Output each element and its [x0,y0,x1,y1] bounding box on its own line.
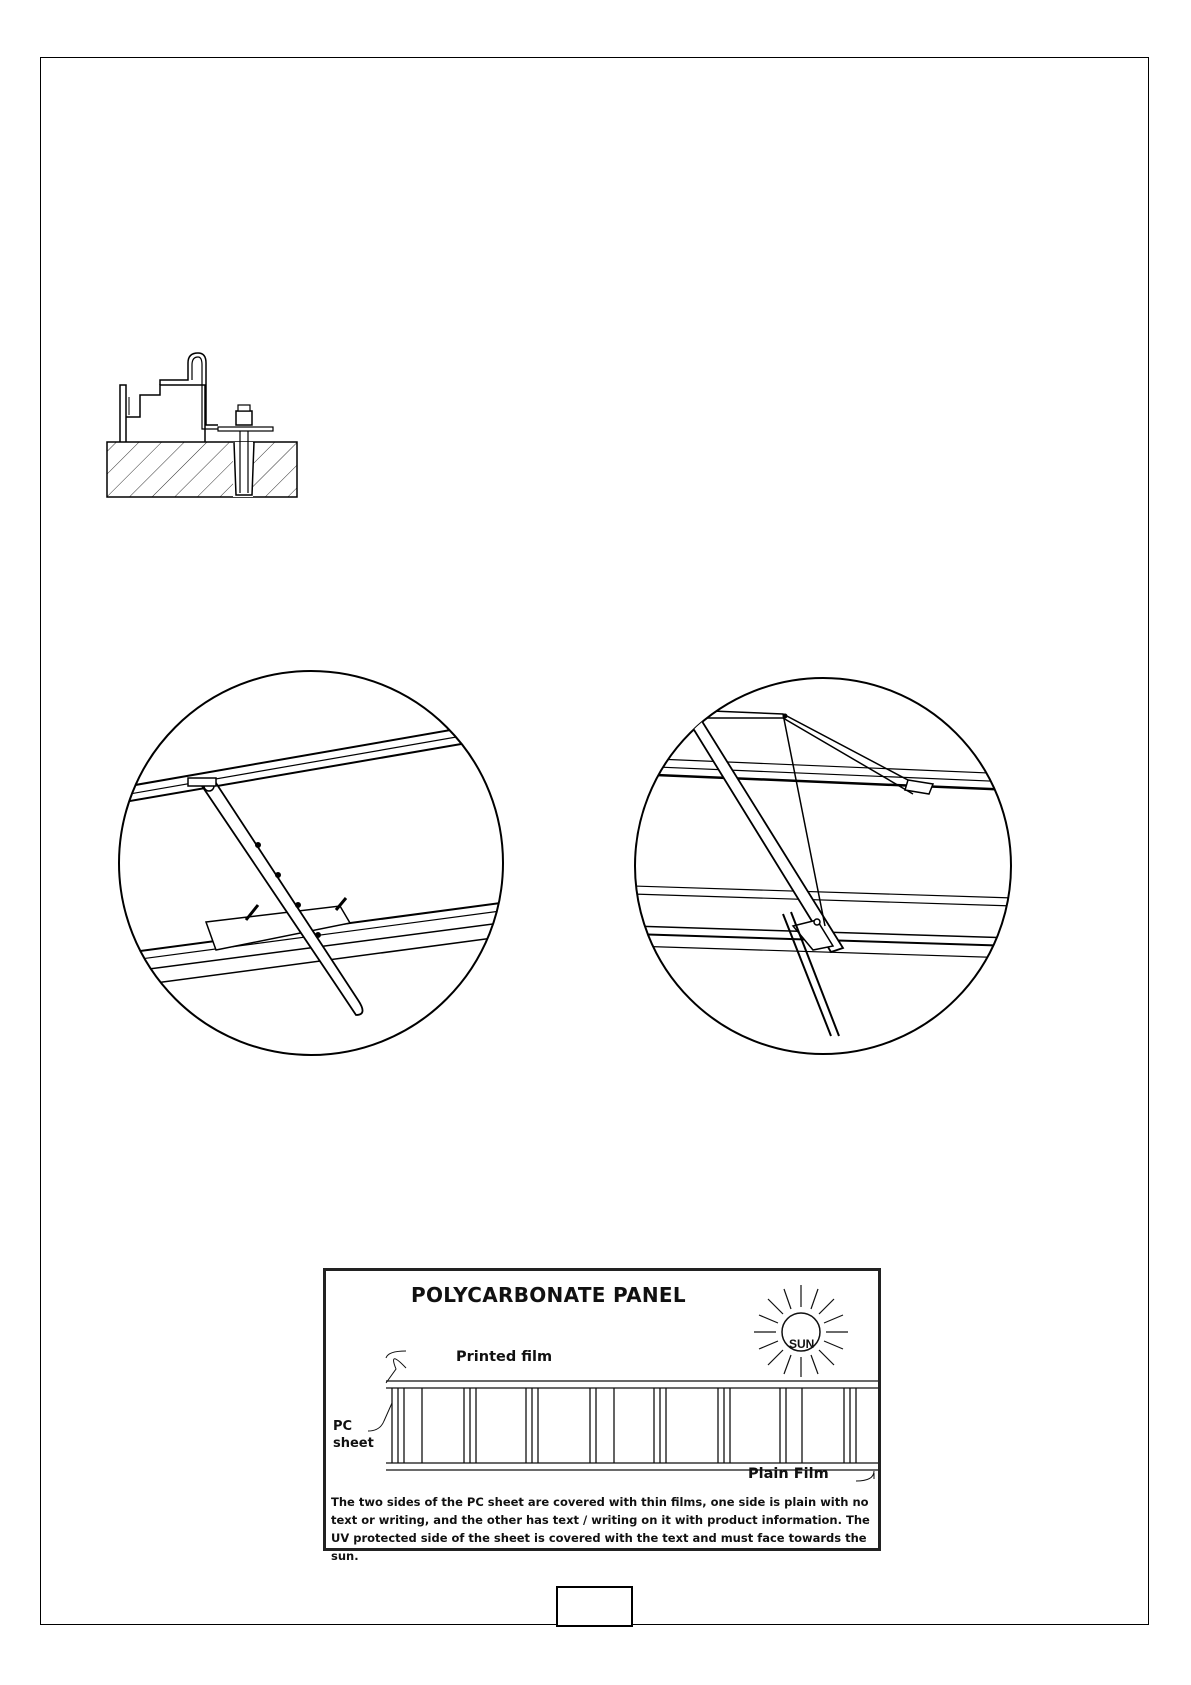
foundation-anchor-icon [106,352,298,498]
pc-sheet-diagram [367,1350,878,1482]
sun-label: SUN [789,1337,815,1351]
panel-description: The two sides of the PC sheet are covere… [331,1495,870,1563]
polycarbonate-panel-box: POLYCARBONATE PANEL SUN Printed film Pla… [323,1268,881,1563]
printed-film-label: Printed film [456,1349,553,1365]
auto-vent-detail-icon [634,677,1012,1055]
pc-sheet-label: PC sheet [333,1419,374,1451]
window-opener-detail-icon [118,670,504,1056]
sun-icon [754,1285,848,1377]
panel-title: POLYCARBONATE PANEL [411,1283,686,1307]
page-number-box [556,1586,633,1627]
